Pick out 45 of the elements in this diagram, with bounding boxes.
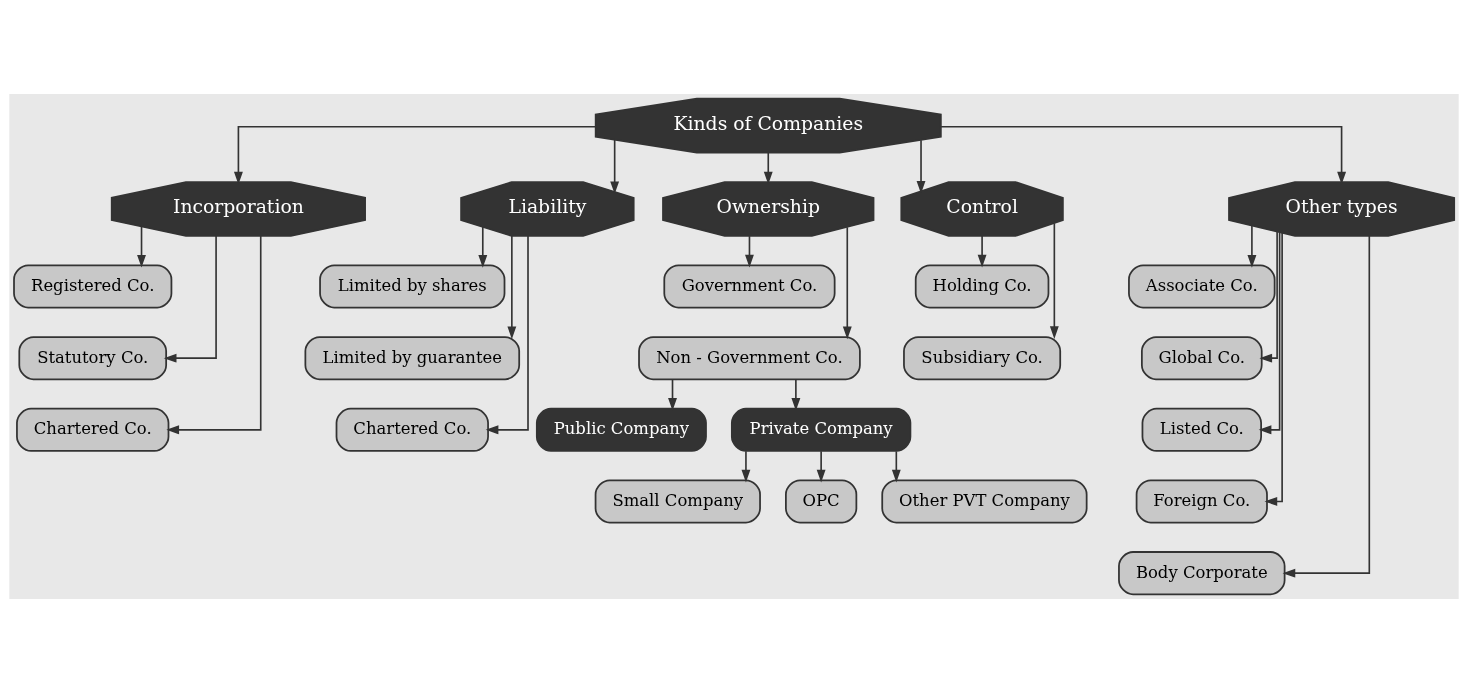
node-box: Limited by guarantee [304, 336, 521, 381]
arrow [166, 235, 262, 435]
arrow [891, 450, 901, 483]
node-box: Global Co. [1141, 336, 1263, 381]
arrow [977, 235, 987, 268]
node-box: Small Company [594, 479, 761, 524]
arrow [842, 226, 852, 340]
arrow [1247, 225, 1257, 268]
arrow [1282, 235, 1371, 578]
node-box: Non - Government Co. [638, 336, 861, 381]
arrow [478, 226, 488, 268]
arrow [816, 450, 826, 483]
arrow [741, 450, 751, 483]
arrow [137, 225, 146, 268]
node-box: Chartered Co. [16, 407, 170, 452]
arrow [1264, 232, 1283, 506]
node-box: Other PVT Company [881, 479, 1088, 524]
arrow [1258, 231, 1281, 435]
node-box: Statutory Co. [18, 336, 168, 381]
arrow [507, 235, 517, 340]
node-box: Public Company [535, 407, 707, 452]
arrow [745, 235, 754, 268]
arrow [668, 378, 677, 411]
arrow [163, 235, 217, 363]
node-box: OPC [785, 479, 858, 524]
node-box: Body Corporate [1118, 551, 1286, 596]
node-box: Listed Co. [1141, 407, 1262, 452]
arrow [791, 378, 801, 411]
arrow [1049, 222, 1059, 339]
node-box: Associate Co. [1128, 264, 1276, 309]
arrow [610, 139, 620, 195]
node-box: Chartered Co. [335, 407, 489, 452]
node-box: Government Co. [663, 264, 836, 309]
node-box: Foreign Co. [1135, 479, 1268, 524]
node-box: Registered Co. [13, 264, 173, 309]
arrow [763, 152, 773, 185]
arrow [233, 125, 597, 185]
node-box: Subsidiary Co. [903, 336, 1062, 381]
node-box: Limited by shares [319, 264, 506, 309]
node-box: Holding Co. [914, 264, 1050, 309]
arrow [916, 139, 926, 194]
arrow [485, 235, 529, 435]
node-box: Private Company [730, 407, 912, 452]
arrow [940, 125, 1347, 185]
arrow [1259, 231, 1278, 363]
